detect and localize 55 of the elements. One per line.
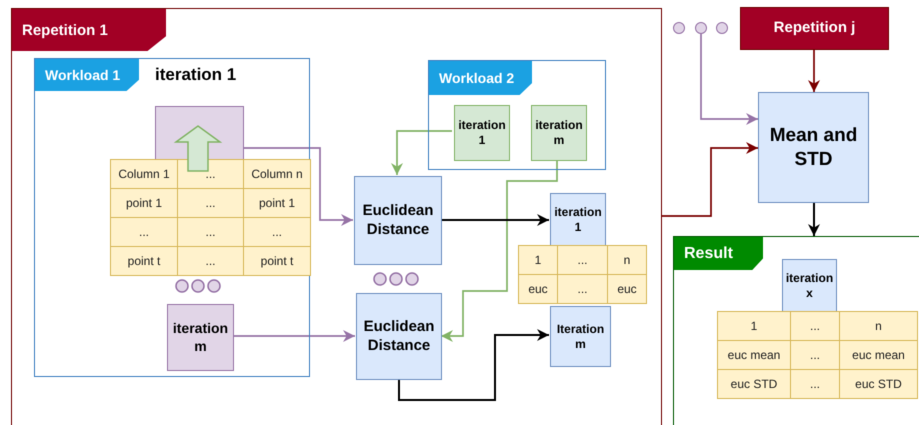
table-cell: ...	[177, 188, 244, 218]
frame-title-tab: Workload 2	[429, 61, 532, 95]
table-cell: point t	[110, 246, 178, 276]
frame-title-tab: Result	[674, 237, 763, 270]
table-cell: n	[607, 245, 647, 275]
table-cell: Column 1	[110, 159, 178, 189]
frame-title-tab: Workload 1	[35, 59, 139, 91]
process-box: Iteration m	[550, 306, 611, 367]
process-box: iteration 1	[454, 105, 510, 161]
title-banner: Repetition j	[740, 7, 889, 50]
arrow	[808, 50, 820, 92]
table-cell: point 1	[110, 188, 178, 218]
table-cell: ...	[790, 311, 840, 341]
table-cell: ...	[790, 340, 840, 370]
frame-title-tab: Repetition 1	[12, 9, 166, 51]
table-cell: n	[839, 311, 918, 341]
table-cell: euc	[607, 274, 647, 304]
arrow	[441, 159, 558, 342]
table-cell: euc mean	[717, 340, 791, 370]
table-cell: euc mean	[839, 340, 918, 370]
process-box: iteration m	[167, 304, 234, 371]
table-cell: euc	[518, 274, 558, 304]
table-cell: euc STD	[839, 369, 918, 399]
arrow	[398, 329, 549, 401]
table-cell: ...	[110, 217, 178, 247]
arrow	[232, 330, 355, 342]
table-cell: ...	[243, 217, 311, 247]
table-cell: euc STD	[717, 369, 791, 399]
ellipsis-dot	[695, 22, 707, 34]
table-cell: Column n	[243, 159, 311, 189]
process-box: iteration 1	[550, 193, 606, 246]
table-cell: ...	[177, 246, 244, 276]
arrow	[242, 147, 353, 226]
process-box: iteration m	[531, 105, 587, 161]
process-box: Euclidean Distance	[356, 293, 442, 380]
ellipsis-dot	[716, 22, 728, 34]
table-cell: point t	[243, 246, 311, 276]
table-cell: point 1	[243, 188, 311, 218]
table-cell: ...	[557, 245, 608, 275]
group-frame	[428, 60, 606, 170]
arrow	[391, 130, 452, 175]
process-box: iteration x	[782, 259, 837, 312]
table-cell: ...	[790, 369, 840, 399]
arrow	[662, 142, 758, 217]
table-cell: 1	[518, 245, 558, 275]
table-cell: 1	[717, 311, 791, 341]
arrow	[808, 203, 820, 236]
process-box: Mean and STD	[758, 92, 869, 203]
arrow	[700, 34, 758, 125]
table-cell: ...	[557, 274, 608, 304]
process-box: Euclidean Distance	[354, 176, 442, 265]
table-cell: ...	[177, 217, 244, 247]
heading: iteration 1	[155, 65, 236, 85]
ellipsis-dot	[673, 22, 685, 34]
arrow	[441, 214, 549, 226]
